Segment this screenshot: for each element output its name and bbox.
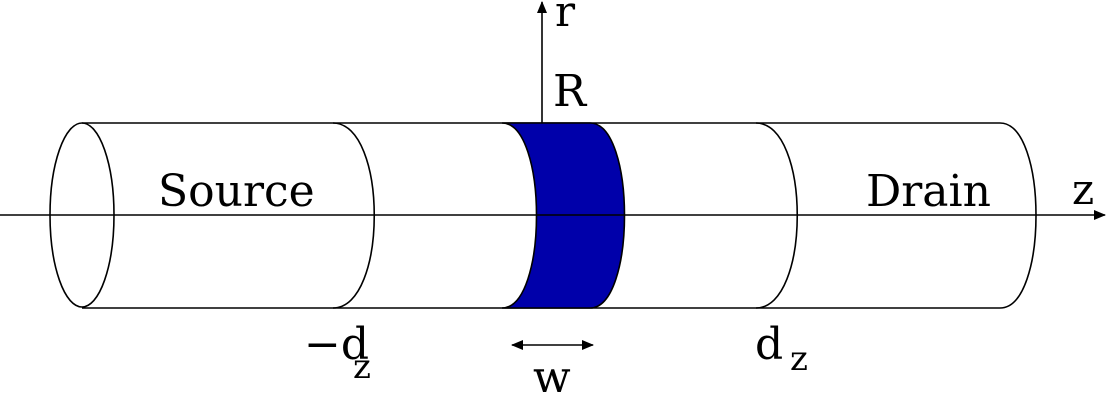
- width-label: w: [533, 352, 571, 401]
- pos-dz-label: d: [755, 319, 783, 370]
- neg-dz-label: −d: [304, 319, 369, 370]
- drain-label: Drain: [866, 166, 991, 217]
- radius-label: R: [553, 66, 588, 117]
- source-label: Source: [158, 166, 315, 217]
- pos-dz-subscript: z: [790, 339, 808, 379]
- r-axis-label: r: [555, 0, 576, 36]
- neg-dz-subscript: z: [353, 347, 371, 387]
- z-axis-label: z: [1072, 165, 1094, 214]
